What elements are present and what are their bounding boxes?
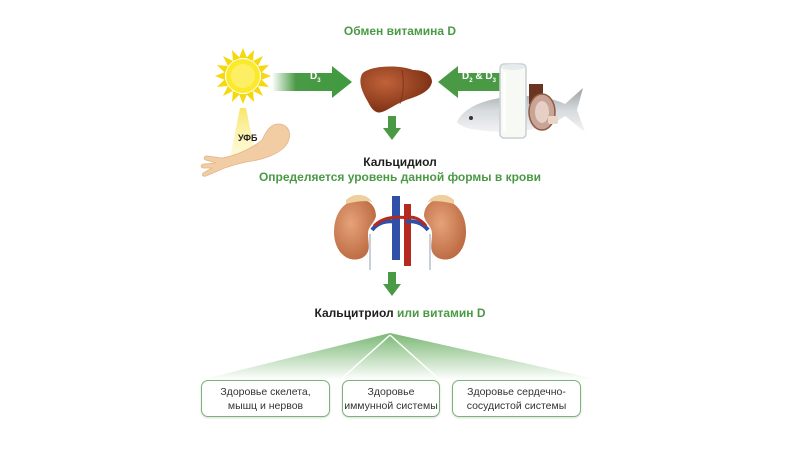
outcome-line: мышц и нервов (227, 399, 304, 412)
outcome-box-cardio: Здоровье сердечно-сосудистой системы (452, 380, 581, 417)
outcome-line: Здоровье скелета, (220, 385, 311, 398)
arrow-food-to-liver (438, 66, 508, 98)
d3-label: D3 (310, 71, 321, 84)
arrow-down-2 (383, 272, 401, 296)
mushroom-icon (528, 93, 558, 131)
outcome-line: сосудистой системы (466, 399, 567, 412)
milk-glass-icon (499, 63, 527, 139)
uv-beam (230, 108, 256, 158)
outcome-line: Здоровье сердечно- (467, 385, 566, 398)
arrow-sun-to-liver (272, 66, 352, 98)
arm-icon (200, 123, 290, 177)
outcome-box-skeleton: Здоровье скелета,мышц и нервов (201, 380, 330, 417)
diagram-title: Обмен витамина D (343, 24, 457, 38)
outcome-line: Здоровье (367, 385, 415, 398)
liver-icon (360, 66, 432, 113)
calcitriol-suffix: или витамин D (393, 306, 486, 320)
calcidiol-label: Кальцидиол (363, 155, 437, 169)
d2-d3-label: D2 & D3 (462, 71, 496, 84)
kidneys-icon (334, 194, 466, 270)
branch-fan (200, 333, 600, 380)
arrow-down-1 (383, 116, 401, 140)
calcitriol-name: Кальцитриол (314, 306, 394, 320)
outcome-line: иммунной системы (344, 399, 438, 412)
blood-level-note: Определяется уровень данной формы в кров… (258, 170, 542, 184)
calcitriol-label: Кальцитриол или витамин D (0, 306, 800, 320)
uvb-label: УФБ (238, 133, 258, 143)
sun-icon (215, 48, 271, 104)
